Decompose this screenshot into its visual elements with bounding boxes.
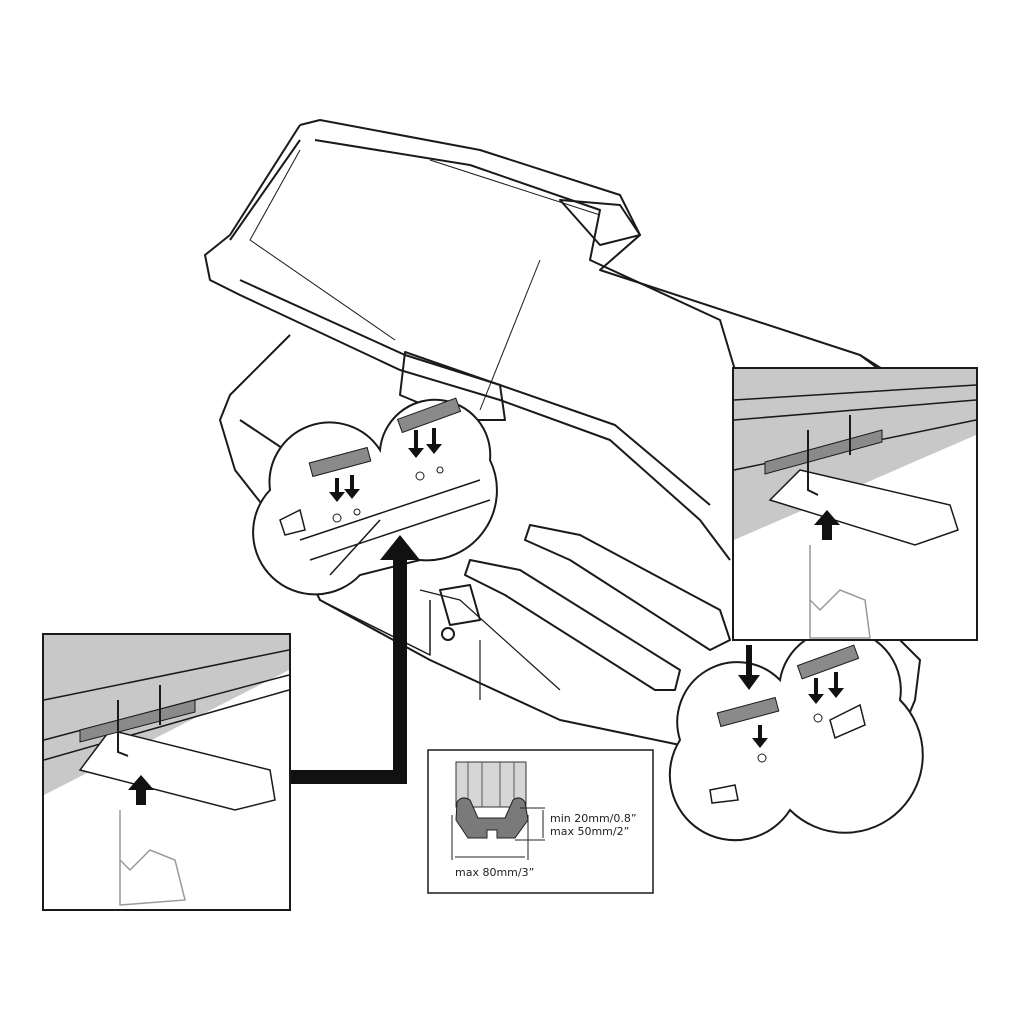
up-arrow-icon	[128, 775, 154, 805]
adhesive-strip	[308, 446, 372, 478]
inset-right-bolt-insertion	[732, 367, 978, 641]
hand-icon	[809, 545, 871, 639]
detail-circle-front-mount	[252, 397, 498, 596]
inset-crossbar-dimensions: min 20mm/0.8” max 50mm/2” max 80mm/3”	[427, 749, 654, 894]
height-min-label: min 20mm/0.8”	[550, 812, 637, 825]
down-arrow-icon	[738, 645, 844, 748]
adhesive-strip	[716, 696, 780, 728]
roof-box-body	[204, 119, 921, 761]
height-max-label: max 50mm/2”	[550, 825, 629, 838]
up-arrow-icon	[814, 510, 840, 540]
adhesive-strip	[796, 644, 860, 680]
adhesive-strip	[396, 397, 462, 434]
width-max-label: max 80mm/3”	[455, 866, 534, 879]
detail-circle-rear-mount	[668, 628, 924, 842]
hand-icon	[119, 810, 186, 906]
installation-direction-arrow	[290, 535, 420, 784]
inset-left-bolt-insertion	[42, 633, 291, 911]
down-arrow-icon	[329, 428, 442, 502]
